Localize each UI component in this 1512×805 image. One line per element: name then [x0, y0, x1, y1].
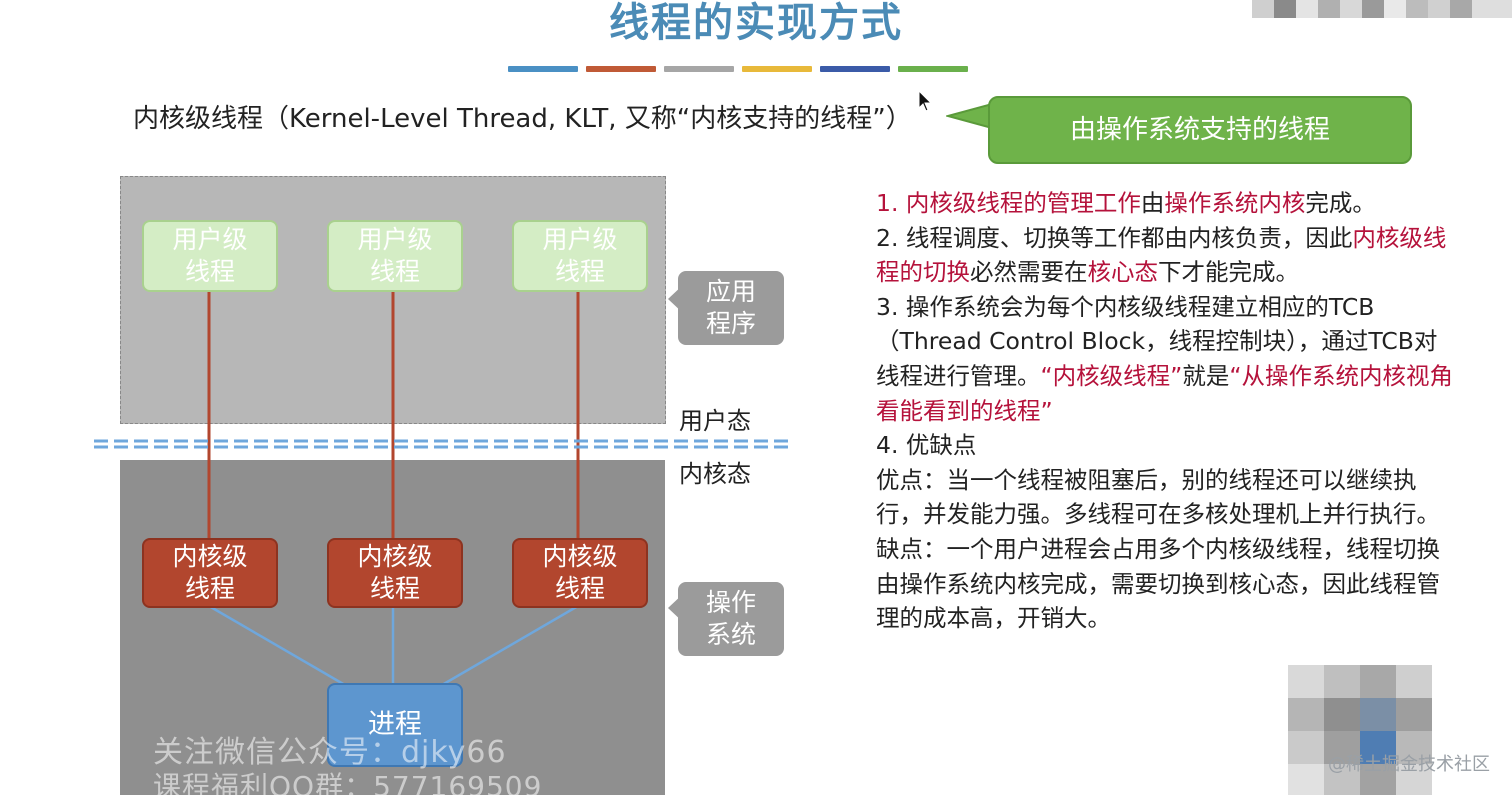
subtitle: 内核级线程（Kernel-Level Thread, KLT, 又称“内核支持的…: [133, 104, 912, 134]
mouse-cursor-icon: [918, 90, 933, 112]
color-bar-6: [898, 66, 968, 72]
video-watermark-line2: 课程福利QQ群：577169509: [153, 770, 543, 803]
note-6: 缺点：一个用户进程会占用多个内核级线程，线程切换由操作系统内核完成，需要切换到核…: [876, 534, 1440, 633]
callout-text: 由操作系统支持的线程: [988, 96, 1412, 164]
callout: 由操作系统支持的线程: [946, 96, 1416, 166]
site-watermark: @稀土掘金技术社区: [1328, 754, 1490, 775]
connector-kernel-process-1: [208, 604, 346, 687]
user-thread-1: 用户级 线程: [142, 220, 278, 292]
user-thread-3: 用户级 线程: [512, 220, 648, 292]
diagram-connectors: [207, 290, 580, 687]
color-bar-4: [742, 66, 812, 72]
user-thread-2: 用户级 线程: [327, 220, 463, 292]
note-1: 1. 内核级线程的管理工作由操作系统内核完成。: [876, 189, 1376, 217]
color-bar-5: [820, 66, 890, 72]
kernel-mode-label: 内核态: [679, 460, 751, 488]
video-watermark-line1: 关注微信公众号：djky66: [153, 735, 507, 770]
color-bar-3: [664, 66, 734, 72]
process-box: 进程: [327, 683, 463, 767]
color-bar-1: [508, 66, 578, 72]
kernel-thread-2: 内核级 线程: [327, 538, 463, 608]
app-label: 应用 程序: [678, 271, 784, 345]
kernel-thread-1: 内核级 线程: [142, 538, 278, 608]
kernel-thread-3: 内核级 线程: [512, 538, 648, 608]
note-2: 2. 线程调度、切换等工作都由内核负责，因此内核级线程的切换必然需要在核心态下才…: [876, 223, 1447, 287]
title-color-bars: [508, 66, 978, 74]
os-label: 操作 系统: [678, 582, 784, 656]
mosaic-bottom-right: [1288, 665, 1432, 795]
slide-title: 线程的实现方式: [609, 0, 903, 46]
note-5: 优点：当一个线程被阻塞后，别的线程还可以继续执行，并发能力强。多线程可在多核处理…: [876, 465, 1440, 529]
note-3: 3. 操作系统会为每个内核级线程建立相应的TCB（Thread Control …: [876, 292, 1454, 425]
connector-kernel-process-3: [441, 604, 579, 687]
mode-divider: [94, 439, 794, 449]
user-mode-label: 用户态: [679, 407, 751, 435]
note-4: 4. 优缺点: [876, 431, 977, 460]
color-bar-2: [586, 66, 656, 72]
notes-panel: 1. 内核级线程的管理工作由操作系统内核完成。 2. 线程调度、切换等工作都由内…: [876, 186, 1456, 636]
mosaic-top-right: [1252, 0, 1512, 18]
